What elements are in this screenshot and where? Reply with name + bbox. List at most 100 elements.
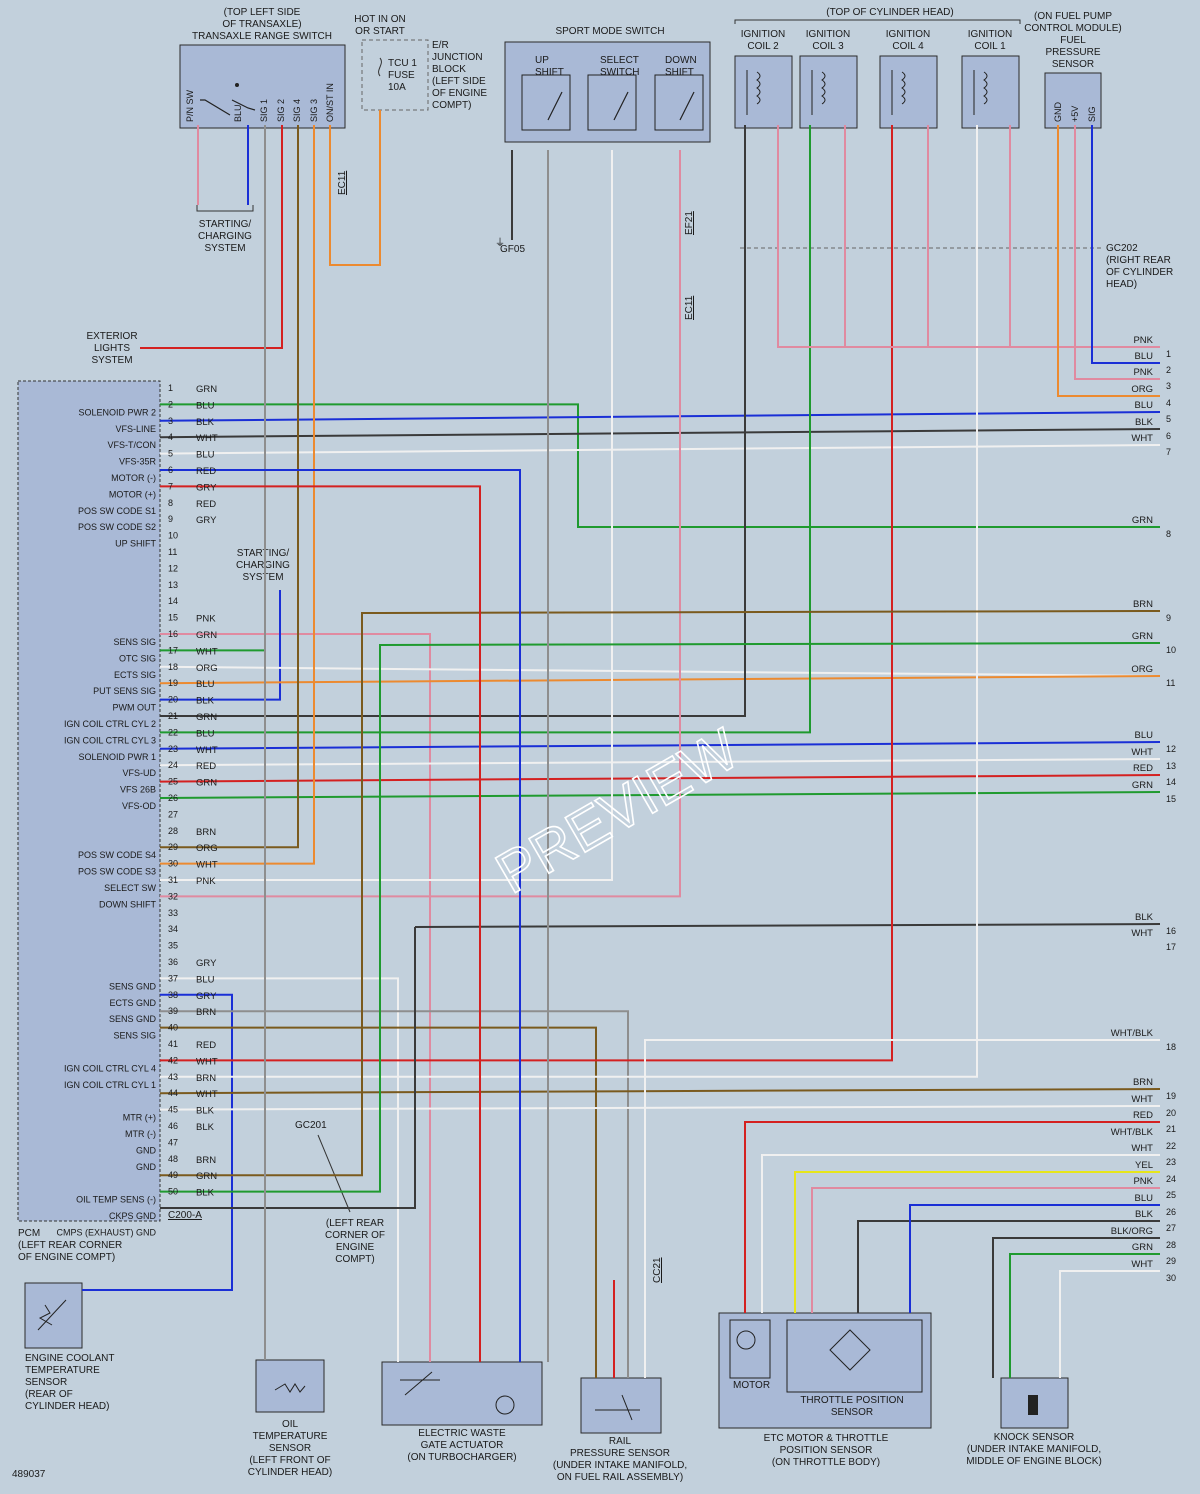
ext-label-2: LIGHTS xyxy=(94,343,130,354)
pcm-pin-name: SOLENOID PWR 2 xyxy=(78,407,156,417)
right-pin-number: 25 xyxy=(1166,1190,1176,1200)
pcm-pin-name: VFS-UD xyxy=(123,768,157,778)
pcm-pin-name: MOTOR (+) xyxy=(109,489,156,499)
ejb-label-3: BLOCK xyxy=(432,64,466,75)
trs-label-3: TRANSAXLE RANGE SWITCH xyxy=(192,31,332,42)
wire-pcm-pin-2 xyxy=(160,403,1160,528)
gc202-label-3: OF CYLINDER xyxy=(1106,267,1173,278)
etc-label-3: (ON THROTTLE BODY) xyxy=(772,1457,880,1468)
right-pin-wire-color: BLK xyxy=(1135,912,1154,923)
pcm-pin-number: 3 xyxy=(168,416,173,426)
right-pin-number: 1 xyxy=(1166,349,1171,359)
wire-rail-whtblk xyxy=(644,1039,1160,1378)
trs-label-2: OF TRANSAXLE) xyxy=(222,19,301,30)
pcm-pin-number: 12 xyxy=(168,563,178,573)
wire-pcm-pin-26 xyxy=(159,791,1161,799)
fuse-icon xyxy=(378,57,382,77)
ots-resistor-icon xyxy=(274,1383,306,1393)
etc-motor-label: MOTOR xyxy=(733,1380,770,1391)
pcm-pin-wire-color: GRN xyxy=(196,630,217,641)
wire-tps-blu xyxy=(909,1204,1160,1313)
right-pin-number: 26 xyxy=(1166,1207,1176,1217)
pcm-pin-number: 47 xyxy=(168,1137,178,1147)
pcm-pin-wire-color: BRN xyxy=(196,1073,216,1084)
gc201-loc-2: CORNER OF xyxy=(325,1230,385,1241)
coil4-coil-icon xyxy=(891,70,906,115)
pcm-pin-name: VFS-LINE xyxy=(115,424,156,434)
pcm-pin-number: 19 xyxy=(168,678,178,688)
pcm-pin-number: 24 xyxy=(168,760,178,770)
coil3-coil-icon xyxy=(811,70,826,115)
pcm-pin-number: 41 xyxy=(168,1039,178,1049)
pcm-pin-wire-color: GRN xyxy=(196,778,217,789)
coil3-label-1: IGNITION xyxy=(806,29,850,40)
pcm-pin-number: 30 xyxy=(168,859,178,869)
wire-fps-5v xyxy=(1074,125,1160,380)
pcm-pin-number: 28 xyxy=(168,826,178,836)
down-shift-switch xyxy=(654,74,704,131)
fpcm-pin-label: GND xyxy=(1053,102,1063,123)
right-pin-wire-color: WHT xyxy=(1131,1143,1153,1154)
pcm-pin-wire-color: ORG xyxy=(196,843,218,854)
wire-wga-red xyxy=(160,485,481,1362)
trs-pin-label: SIG 4 xyxy=(292,99,302,122)
knock-sensor-icon xyxy=(1028,1395,1038,1415)
coil2-label-1: IGNITION xyxy=(741,29,785,40)
fpcm-pin-label: +5V xyxy=(1070,106,1080,122)
wire-tps-pnk xyxy=(811,1187,1160,1313)
pcm-pin-number: 43 xyxy=(168,1072,178,1082)
pcm-pin-wire-color: WHT xyxy=(196,646,218,657)
right-pin-number: 21 xyxy=(1166,1124,1176,1134)
pcm-pin-number: 37 xyxy=(168,973,178,983)
gc202-label-4: HEAD) xyxy=(1106,279,1137,290)
wga-motor-icon xyxy=(495,1395,515,1415)
ects-label-4: (REAR OF xyxy=(25,1389,73,1400)
coil2-coil-icon xyxy=(746,70,761,115)
trs-switch-dot xyxy=(235,83,239,87)
pcm-pin-number: 45 xyxy=(168,1105,178,1115)
wire-pcm-pin-24 xyxy=(159,758,1161,767)
pcm-pin-wire-color: BLU xyxy=(196,400,215,411)
wire-exterior-lights xyxy=(140,125,283,349)
ects-label-2: TEMPERATURE xyxy=(25,1365,100,1376)
right-pin-wire-color: BLU xyxy=(1135,730,1154,741)
pcm-pin-number: 29 xyxy=(168,842,178,852)
pcm-pin-number: 15 xyxy=(168,613,178,623)
pcm-pin-number: 21 xyxy=(168,711,178,721)
wga-sensor-icon xyxy=(400,1371,440,1396)
pcm-pin-wire-color: BLK xyxy=(196,1122,215,1133)
pcm-pin-number: 27 xyxy=(168,809,178,819)
wire-pcm-pin-20 xyxy=(160,590,281,701)
rail-label-4: ON FUEL RAIL ASSEMBLY) xyxy=(557,1472,683,1483)
wga-label: ELECTRIC WASTE GATE ACTUATOR (ON TURBOCH… xyxy=(407,1428,516,1463)
pcm-pin-number: 2 xyxy=(168,399,173,409)
gc202-label-2: (RIGHT REAR xyxy=(1106,255,1171,266)
scs1-label-3: SYSTEM xyxy=(204,243,245,254)
pcm-pin-name: MTR (-) xyxy=(125,1129,156,1139)
pcm-pin-wire-color: GRY xyxy=(196,958,217,969)
wire-pcm-pin-16 xyxy=(160,633,431,1362)
ext-label-1: EXTERIOR xyxy=(86,331,137,342)
right-pin-wire-color: WHT xyxy=(1131,747,1153,758)
tps-label-1: THROTTLE POSITION xyxy=(800,1395,903,1406)
gc201-label: GC201 xyxy=(295,1120,327,1131)
right-pin-wire-color: WHT/BLK xyxy=(1111,1127,1154,1138)
pcm-pin-number: 17 xyxy=(168,645,178,655)
right-pin-number: 6 xyxy=(1166,431,1171,441)
wire-pcm-pin-5 xyxy=(159,444,1161,455)
wire-pcm-pin-38 xyxy=(82,993,233,1291)
pcm-pin-number: 31 xyxy=(168,875,178,885)
wire-pcm-pin-44 xyxy=(159,1088,1161,1095)
fuse-label-2: FUSE xyxy=(388,70,415,81)
wire-pcm-pin-37 xyxy=(160,977,399,1362)
rail-pressure-sensor-box xyxy=(580,1377,662,1434)
knock-label-1: KNOCK SENSOR xyxy=(994,1432,1075,1443)
pcm-pin-name: IGN COIL CTRL CYL 2 xyxy=(64,719,156,729)
right-pin-wire-color: WHT xyxy=(1131,1259,1153,1270)
pcm-pin-number: 34 xyxy=(168,924,178,934)
ects-thermistor-icon xyxy=(37,1299,67,1331)
trs-pin-label: P/N SW xyxy=(185,89,195,122)
